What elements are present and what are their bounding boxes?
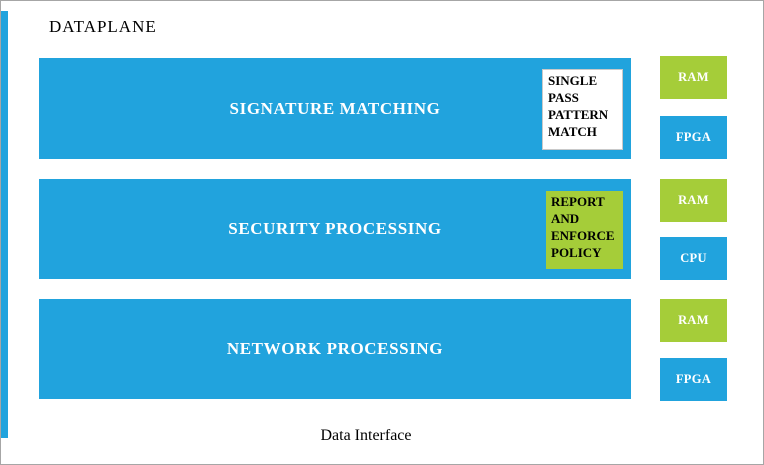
single-pass-pattern-match-box: SINGLE PASS PATTERN MATCH bbox=[542, 69, 623, 150]
diagram-title: DATAPLANE bbox=[49, 17, 157, 36]
hardware-box-cpu: CPU bbox=[660, 237, 727, 280]
network-processing-block: NETWORK PROCESSING bbox=[39, 299, 631, 399]
network-processing-label: NETWORK PROCESSING bbox=[226, 339, 444, 358]
report-and-enforce-policy-box: REPORT AND ENFORCE POLICY bbox=[546, 191, 623, 269]
hardware-box-fpga-2: FPGA bbox=[660, 358, 727, 401]
left-edge-bar bbox=[1, 11, 8, 438]
hardware-box-ram-2: RAM bbox=[660, 179, 727, 222]
hardware-box-ram-3: RAM bbox=[660, 299, 727, 342]
signature-matching-block: SIGNATURE MATCHING SINGLE PASS PATTERN M… bbox=[39, 58, 631, 159]
data-interface-label: Data Interface bbox=[320, 427, 412, 444]
security-processing-block: SECURITY PROCESSING REPORT AND ENFORCE P… bbox=[39, 179, 631, 279]
security-processing-label: SECURITY PROCESSING bbox=[228, 219, 442, 238]
signature-matching-label: SIGNATURE MATCHING bbox=[229, 98, 441, 118]
hardware-box-fpga-1: FPGA bbox=[660, 116, 727, 159]
hardware-box-ram-1: RAM bbox=[660, 56, 727, 99]
